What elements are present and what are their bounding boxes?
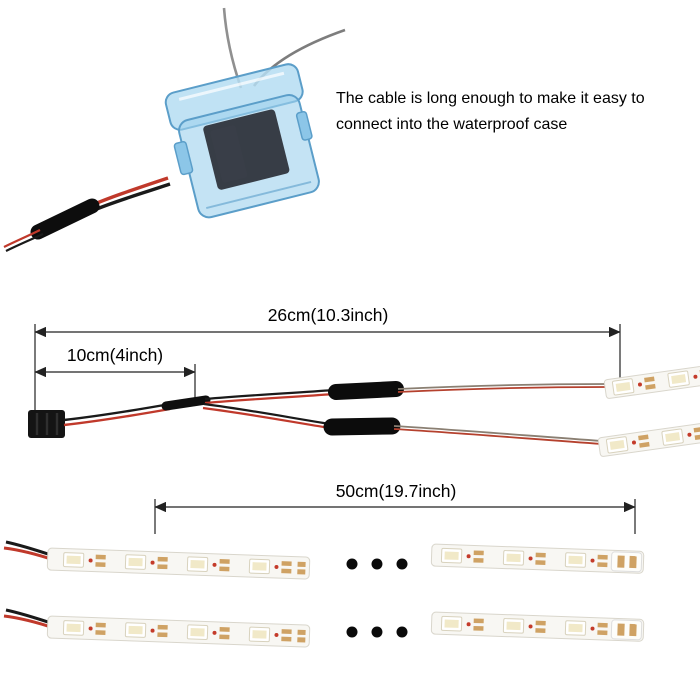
dimension-line-50cm (154, 499, 636, 534)
waterproof-case (164, 63, 320, 219)
led-strip-row1-right (430, 543, 645, 574)
case-latch (173, 140, 194, 176)
dimension-label-50cm: 50cm(19.7inch) (335, 481, 457, 501)
annotation-line1: The cable is long enough to make it easy… (336, 90, 645, 107)
strip-length-diagram (3, 499, 645, 648)
strip-feed-wires (393, 383, 609, 445)
ellipsis-dots-row2 (346, 626, 408, 638)
ellipsis-dots-row1 (346, 558, 408, 570)
row2-wire-tail (3, 608, 55, 630)
row1-wire-tail (3, 540, 55, 562)
led-strip-upper-right (603, 362, 700, 399)
dimension-label-10cm: 10cm(4inch) (66, 345, 164, 365)
waterproof-case-illustration (3, 7, 346, 252)
heat-shrink-lower (323, 417, 401, 436)
dimension-label-26cm: 26cm(10.3inch) (267, 305, 389, 325)
strip-end-cap (610, 619, 643, 641)
led-strip-row2-right (430, 611, 645, 642)
servo-connector (28, 410, 65, 438)
y-splitter (202, 381, 404, 436)
dimension-line-10cm (34, 364, 196, 400)
strip-end-cap (610, 551, 643, 573)
heat-shrink-upper (328, 381, 404, 400)
connector-lead-wires (63, 395, 211, 427)
led-strip-row1-left (46, 547, 311, 580)
annotation-text: The cable is long enough to make it easy… (336, 86, 696, 137)
strip-row-1 (3, 540, 645, 580)
strip-row-2 (3, 608, 645, 648)
dimension-line-26cm (34, 324, 621, 410)
cable-dimension-diagram (28, 324, 700, 457)
case-power-cable (3, 176, 171, 252)
heat-shrink-tube (30, 198, 100, 240)
led-strip-lower-right (597, 420, 700, 457)
annotation-line2: connect into the waterproof case (336, 115, 568, 133)
led-strip-row2-left (46, 615, 311, 648)
junction-sleeve (161, 395, 211, 411)
